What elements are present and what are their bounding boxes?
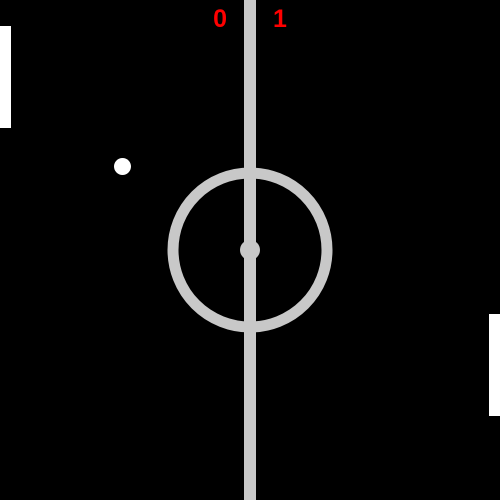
right-paddle[interactable] bbox=[489, 314, 500, 416]
left-paddle[interactable] bbox=[0, 26, 11, 128]
right-player-score: 1 bbox=[273, 5, 287, 33]
center-circle bbox=[167, 167, 333, 333]
center-spot bbox=[240, 240, 260, 260]
ball bbox=[114, 158, 131, 175]
left-player-score: 0 bbox=[213, 5, 227, 33]
